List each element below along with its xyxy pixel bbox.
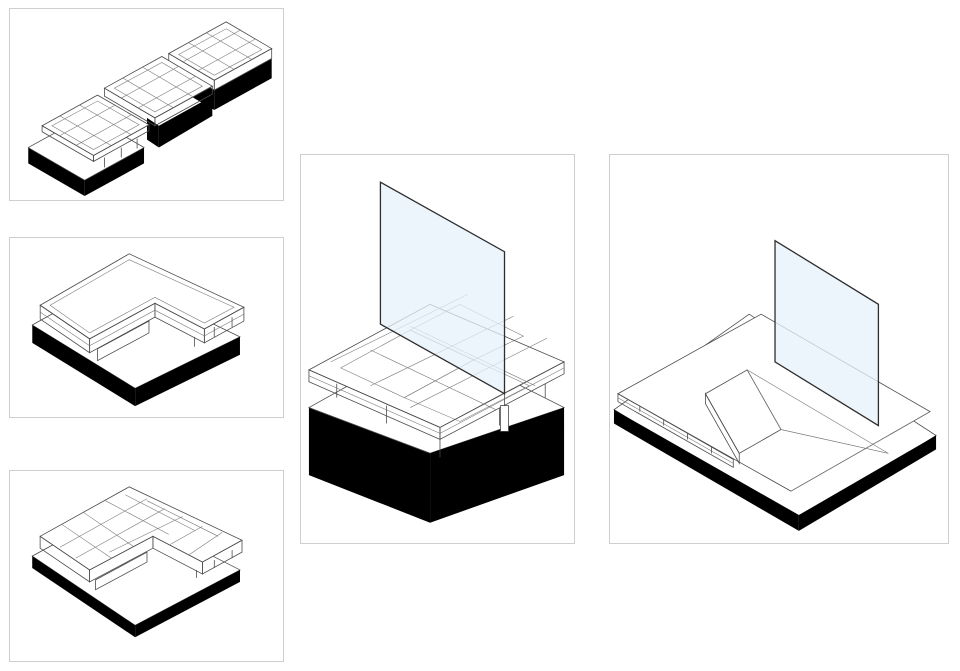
raised-platform [617,313,931,492]
glass-panel [379,181,506,395]
floor-structure-drawing [31,486,243,638]
grid-structure-l [39,486,243,591]
floor-block-middle [103,56,214,148]
floor-with-ramp-drawing [613,239,937,531]
panel-floor-with-ramp [609,154,949,544]
floor-with-glass-drawing [308,181,566,523]
panel-floor-structure [9,470,284,662]
l-shaped-floor-drawing [31,253,245,407]
floor-block-front [27,94,150,197]
modular-blocks-drawing [27,21,273,197]
raised-floor-l [39,253,245,362]
glass-panel [774,239,880,427]
panel-modular-blocks [9,8,284,201]
panel-l-shaped-floor [9,237,284,418]
panel-floor-with-glass [300,154,575,544]
ramp [704,369,889,465]
